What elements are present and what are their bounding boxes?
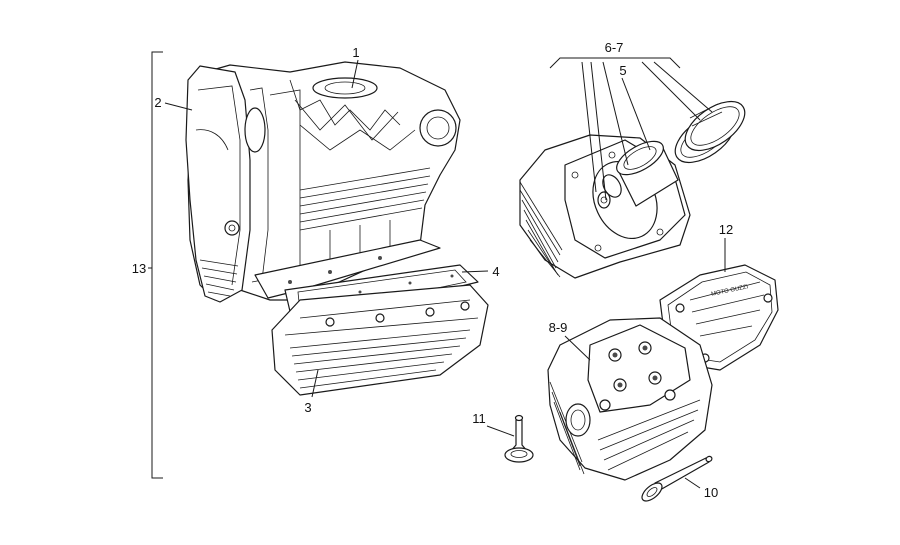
label-6-7: 6-7	[605, 40, 624, 55]
label-4: 4	[492, 264, 499, 279]
label-3: 3	[304, 400, 311, 415]
timing-cover	[185, 65, 251, 303]
crankcase	[185, 61, 461, 303]
label-12: 12	[719, 222, 733, 237]
label-2: 2	[154, 95, 161, 110]
label-10: 10	[704, 485, 718, 500]
cylinder-head	[547, 317, 713, 481]
oil-pan	[271, 284, 489, 396]
leader-lines	[148, 51, 726, 489]
label-1: 1	[352, 45, 359, 60]
valve-long	[641, 455, 713, 502]
label-8-9: 8-9	[549, 320, 568, 335]
callout-labels: 1 2 3 4 5 6-7 8-9 10 11 12 13	[132, 40, 733, 500]
piston	[597, 140, 679, 209]
label-13: 13	[132, 261, 146, 276]
label-11: 11	[472, 411, 486, 426]
piston-rings	[674, 100, 746, 164]
label-5: 5	[619, 63, 626, 78]
valve-short	[504, 414, 534, 463]
bracket-13	[151, 51, 163, 479]
